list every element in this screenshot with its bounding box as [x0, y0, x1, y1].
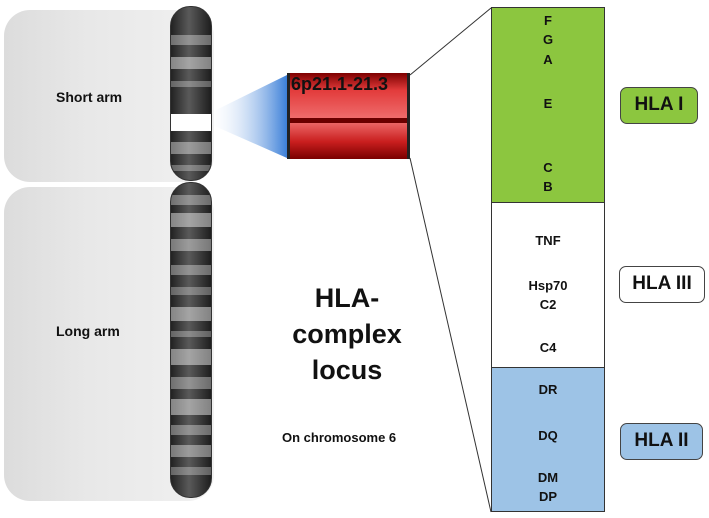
chromosome-short-arm	[170, 6, 212, 181]
gene-label: C2	[539, 297, 557, 312]
long-arm-label: Long arm	[56, 323, 120, 339]
gene-label: DQ	[538, 428, 558, 443]
gene-label: DM	[537, 470, 559, 485]
locus-subtitle: On chromosome 6	[282, 430, 397, 445]
gene-label: C	[543, 160, 553, 175]
connector-bottom	[409, 157, 492, 513]
zoomed-region-6p21	[287, 73, 410, 159]
class-iii-region: TNF Hsp70 C2 C4	[491, 202, 605, 368]
band-label: 6p21.1-21.3	[291, 74, 389, 94]
hla-iii-label: HLA III	[619, 266, 705, 303]
class-ii-region: DR DQ DM DP	[491, 367, 605, 512]
gene-label: TNF	[535, 233, 561, 248]
locus-title-line-1: HLA-	[314, 283, 380, 313]
hla-ii-label: HLA II	[620, 423, 703, 460]
connector-top	[409, 7, 492, 76]
gene-label: DP	[538, 489, 558, 504]
locus-title-line-3: locus	[311, 355, 383, 385]
class-i-region: F G A E C B	[491, 7, 605, 203]
gene-label: A	[543, 52, 553, 67]
locus-title-line-2: complex	[292, 319, 402, 349]
locus-title: HLA- complex locus	[272, 280, 422, 388]
gene-label: C4	[539, 340, 557, 355]
gene-label: Hsp70	[528, 278, 568, 293]
gene-label: DR	[538, 382, 558, 397]
hla-i-label: HLA I	[620, 87, 698, 124]
zoom-wedge	[210, 75, 287, 158]
chromosome-long-arm	[170, 182, 212, 498]
gene-label: B	[543, 179, 553, 194]
gene-label: G	[542, 32, 554, 47]
short-arm-label: Short arm	[56, 89, 123, 105]
gene-label: E	[543, 96, 553, 111]
gene-label: F	[544, 13, 552, 28]
